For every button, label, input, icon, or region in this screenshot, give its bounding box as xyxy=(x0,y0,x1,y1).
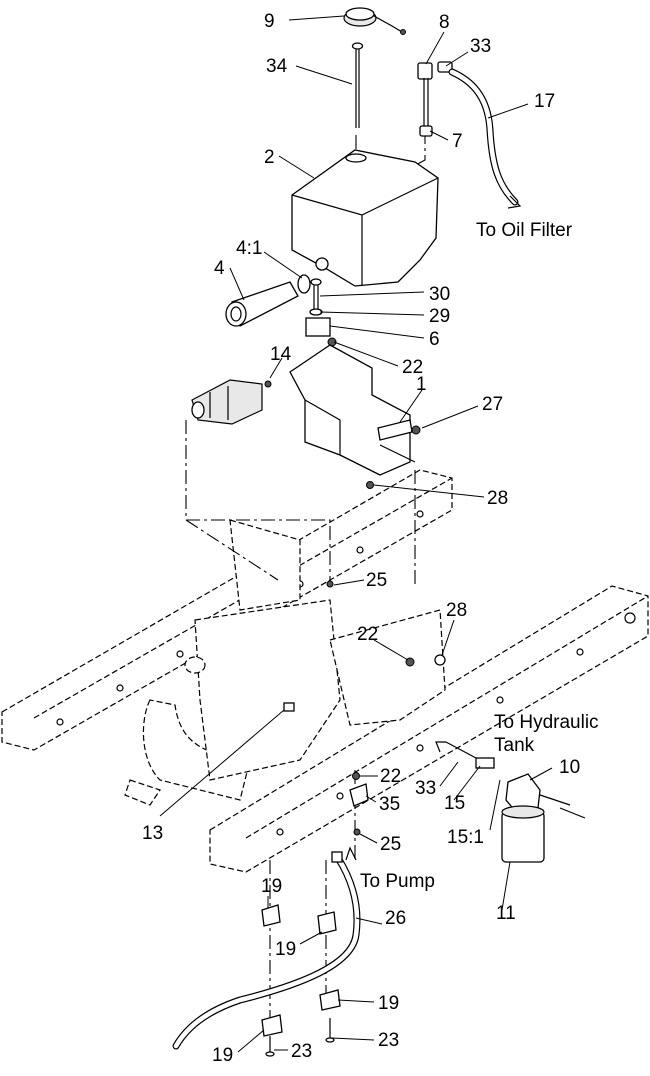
note-to-hydraulic-2: Tank xyxy=(494,735,535,756)
callout-26: 26 xyxy=(385,908,406,929)
suction-fitting xyxy=(225,274,311,327)
hydraulic-pump xyxy=(191,379,272,425)
callout-22: 22 xyxy=(402,357,423,378)
callout-19-a: 19 xyxy=(261,876,282,897)
callout-19-c: 19 xyxy=(378,993,399,1014)
callout-30: 30 xyxy=(429,284,450,305)
suction-hose xyxy=(172,851,361,1050)
breather-fitting xyxy=(417,61,453,137)
leader-lines xyxy=(159,15,553,1053)
callout-15-1: 15:1 xyxy=(447,827,484,848)
frame-fasteners xyxy=(283,580,446,836)
callout-33-lower: 33 xyxy=(415,778,436,799)
callout-15: 15 xyxy=(444,793,465,814)
callout-2: 2 xyxy=(264,147,275,168)
callout-33: 33 xyxy=(470,36,491,57)
flow-arrows xyxy=(345,195,522,861)
callout-35: 35 xyxy=(379,794,400,815)
dipstick xyxy=(351,42,364,128)
callout-1: 1 xyxy=(416,374,427,395)
callout-14: 14 xyxy=(270,344,292,365)
note-to-hydraulic-1: To Hydraulic xyxy=(494,712,599,733)
frame-crossmember xyxy=(124,519,446,806)
callout-25-lower: 25 xyxy=(380,834,401,855)
tank-mount-bracket xyxy=(289,344,421,489)
callout-4: 4 xyxy=(214,258,225,279)
callout-17: 17 xyxy=(534,91,555,112)
callout-27: 27 xyxy=(482,394,503,415)
callout-29: 29 xyxy=(429,306,450,327)
callout-23-b: 23 xyxy=(291,1041,312,1062)
callout-11: 11 xyxy=(496,903,516,924)
oil-filter-assembly xyxy=(445,741,586,863)
hose-to-oil-filter xyxy=(448,68,519,206)
frame-rail-upper xyxy=(1,469,453,751)
callout-22-lower: 22 xyxy=(380,766,401,787)
callout-34: 34 xyxy=(266,56,288,77)
callout-6: 6 xyxy=(429,329,440,350)
callout-9: 9 xyxy=(264,11,275,32)
hydraulic-tank xyxy=(291,149,439,287)
callout-19-d: 19 xyxy=(212,1045,233,1066)
tank-cap xyxy=(343,7,406,35)
hose-clamps xyxy=(261,904,341,1057)
callout-22-mid: 22 xyxy=(357,624,378,645)
callout-28: 28 xyxy=(487,488,508,509)
tank-mount-hardware xyxy=(305,278,337,347)
callout-8: 8 xyxy=(439,12,450,33)
callout-10: 10 xyxy=(559,757,580,778)
callout-23-a: 23 xyxy=(378,1030,399,1051)
callout-25: 25 xyxy=(366,570,387,591)
callout-labels: 9 8 33 34 17 7 2 To Oil Filter 4:1 4 30 … xyxy=(142,11,599,1066)
callout-19-b: 19 xyxy=(275,939,296,960)
callout-7: 7 xyxy=(452,131,463,152)
callout-4-1: 4:1 xyxy=(236,238,262,259)
note-to-pump: To Pump xyxy=(360,871,435,892)
callout-28-lower: 28 xyxy=(446,600,467,621)
callout-13: 13 xyxy=(142,823,163,844)
note-to-oil-filter: To Oil Filter xyxy=(476,220,573,241)
frame-rail-lower xyxy=(209,585,649,873)
